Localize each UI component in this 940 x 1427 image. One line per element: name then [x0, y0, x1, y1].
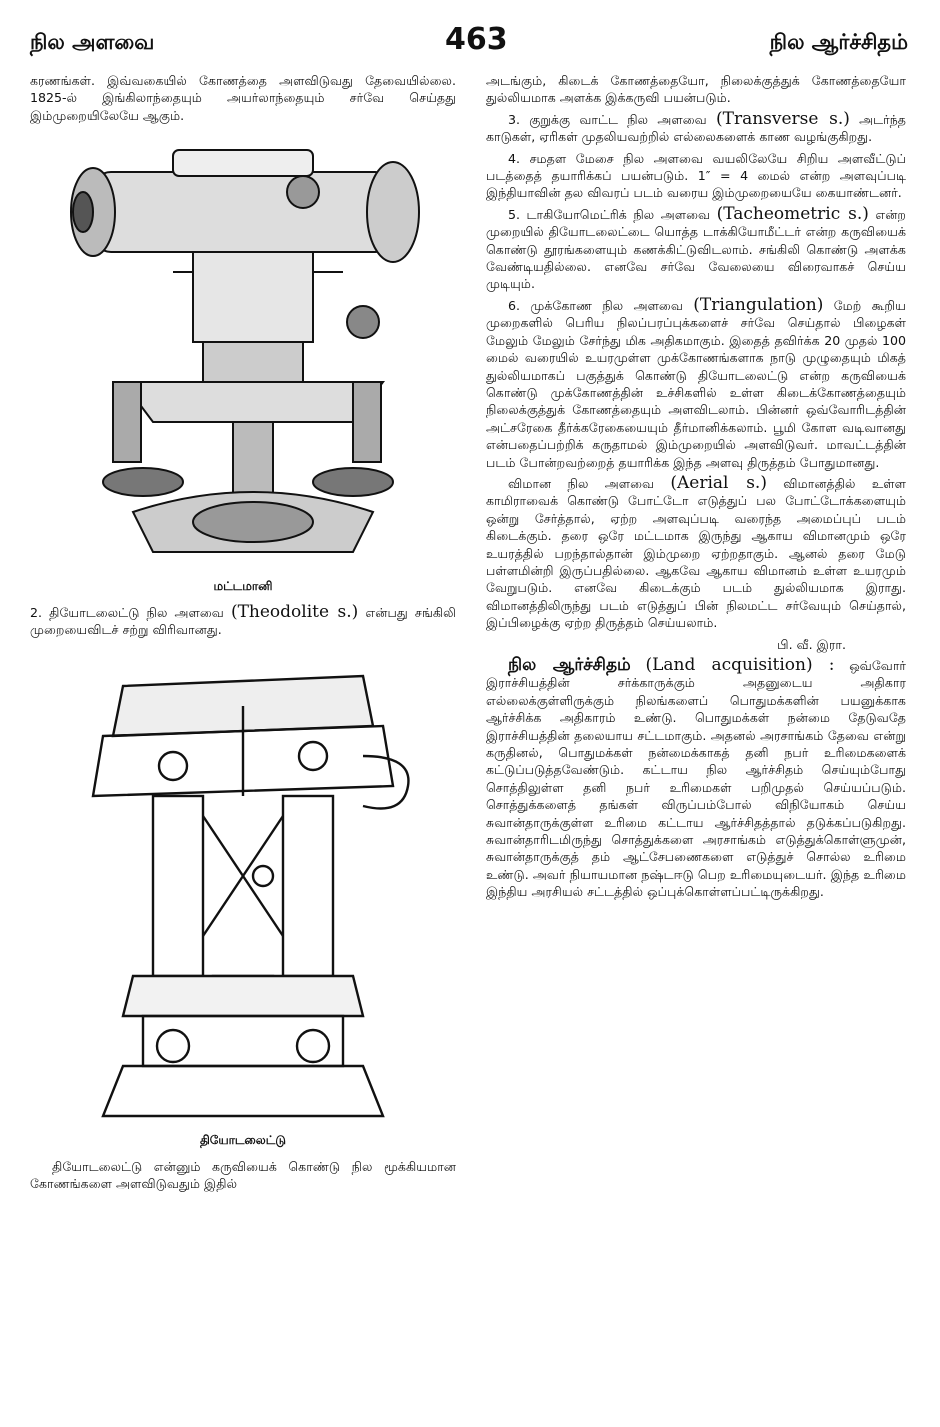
- section-english-term: (Theodolite s.): [230, 601, 359, 622]
- entry-text: ஒவ்வோர் இராச்சியத்தின் சர்க்காருக்கும் அ…: [486, 658, 906, 900]
- section-number: 2.: [30, 604, 43, 620]
- intro-paragraph: கரணங்கள். இவ்வகையில் கோணத்தை அளவிடுவது த…: [30, 73, 456, 123]
- section-text: விமானத்தில் உள்ள காமிராவைக் கொண்டு போட்ட…: [486, 475, 906, 631]
- section-english-term: (Tacheometric s.): [716, 203, 869, 224]
- section-plane-table: 4. சமதள மேசை நில அளவை வயலிலேயே சிறிய அளவ…: [486, 150, 906, 202]
- page-header: நில அளவை 463 நில ஆர்ச்சிதம்: [0, 22, 940, 62]
- left-column: கரணங்கள். இவ்வகையில் கோணத்தை அளவிடுவது த…: [30, 72, 456, 1197]
- page-number: 463: [445, 22, 508, 57]
- section-text: என்ற முறையில் தியோடலைட்டை யொத்த டாக்கியோ…: [486, 206, 906, 292]
- section-english-term: (Transverse s.): [715, 108, 850, 129]
- section-english-term: (Triangulation): [693, 294, 824, 315]
- entry-land-acquisition: நில ஆர்ச்சிதம் (Land acquisition) : ஒவ்வ…: [486, 655, 906, 901]
- figure-caption-level: மட்டமானி: [213, 579, 273, 594]
- section-english-term: (Aerial s.): [670, 472, 767, 493]
- right-column: அடங்கும், கிடைக் கோணத்தையோ, நிலைக்குத்து…: [486, 72, 906, 905]
- bottom-paragraph: தியோடலைட்டு என்னும் கருவியைக் கொண்டு நில…: [30, 1158, 456, 1192]
- section-text: என்பது சங்கிலி முறையைவிடச் சற்று விரிவான…: [30, 604, 456, 638]
- section-number: 6.: [508, 297, 521, 313]
- section-transverse: 3. குறுக்கு வாட்ட நில அளவை (Transverse s…: [486, 108, 906, 146]
- section-aerial: விமான நில அளவை (Aerial s.) விமானத்தில் உ…: [486, 472, 906, 632]
- header-right-title: நில ஆர்ச்சிதம்: [769, 30, 908, 54]
- section-text: மேற் கூறிய முறைகளில் பெரிய நிலப்பரப்புக்…: [486, 297, 906, 470]
- section-heading: டாகியோமெட்ரிக் நில அளவை: [526, 206, 711, 222]
- author-signature: பி. வீ. இரா.: [777, 636, 846, 652]
- section-theodolite: 2. தியோடலைட்டு நில அளவை (Theodolite s.) …: [30, 601, 456, 639]
- section-triangulation: 6. முக்கோண நில அளவை (Triangulation) மேற்…: [486, 294, 906, 471]
- section-heading: முக்கோண நில அளவை: [530, 297, 683, 313]
- section-heading: விமான நில அளவை: [508, 475, 655, 491]
- entry-english-term: (Land acquisition) :: [645, 655, 835, 675]
- theodolite-illustration: [91, 675, 410, 1118]
- section-tacheometric: 5. டாகியோமெட்ரிக் நில அளவை (Tacheometric…: [486, 203, 906, 293]
- section-heading: சமதள மேசை நில அளவை: [529, 150, 704, 166]
- section-heading: குறுக்கு வாட்ட நில அளவை: [529, 111, 707, 127]
- theodolite-figure: [63, 646, 423, 1126]
- level-instrument-illustration: [70, 149, 420, 554]
- section-number: 3.: [508, 111, 521, 127]
- section-number: 4.: [508, 150, 521, 166]
- continuation-paragraph: அடங்கும், கிடைக் கோணத்தையோ, நிலைக்குத்து…: [486, 73, 906, 106]
- section-text: அடர்ந்த காடுகள், ஏரிகள் முதலியவற்றில் எல…: [486, 111, 906, 145]
- header-left-title: நில அளவை: [30, 30, 155, 54]
- entry-heading: நில ஆர்ச்சிதம்: [508, 655, 631, 675]
- level-figure: [53, 132, 433, 572]
- figure-caption-theodolite: தியோடலைட்டு: [199, 1133, 287, 1148]
- section-text: வயலிலேயே சிறிய அளவீட்டுப் படத்தைத் தயாரி…: [486, 150, 906, 201]
- section-heading: தியோடலைட்டு நில அளவை: [49, 604, 224, 620]
- section-number: 5.: [508, 206, 521, 222]
